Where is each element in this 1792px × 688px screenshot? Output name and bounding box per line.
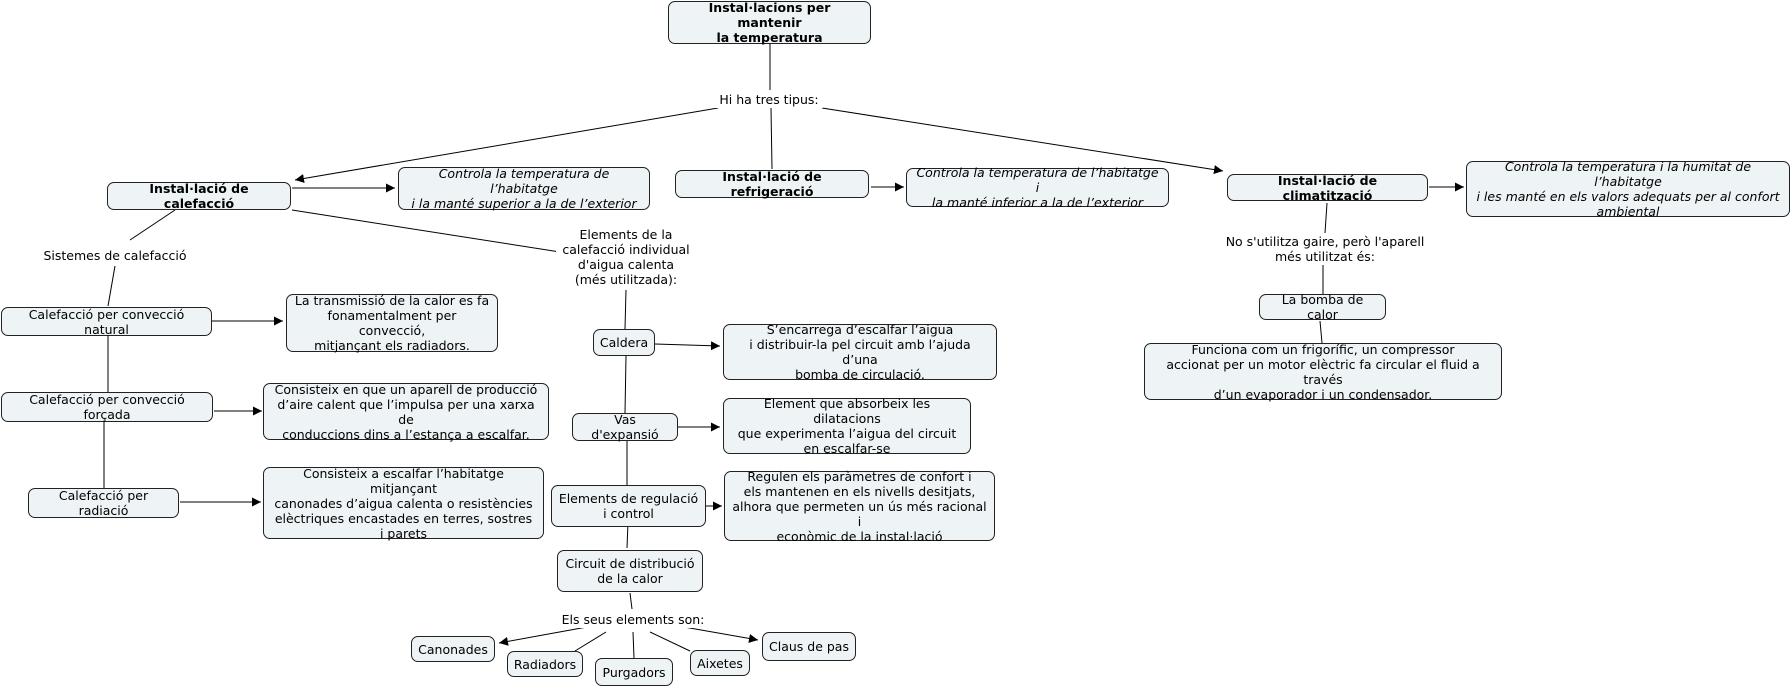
radiation-node[interactable]: Calefacció per radiació xyxy=(28,488,179,518)
expansion-vessel-node[interactable]: Vas d'expansió xyxy=(572,412,678,442)
heating-description[interactable]: Controla la temperatura de l’habitatge i… xyxy=(398,166,650,211)
pipes-node[interactable]: Canonades xyxy=(411,636,495,662)
heating-systems-label: Sistemes de calefacció xyxy=(43,246,187,264)
heat-pump-description[interactable]: Funciona com un frigorífic, un compresso… xyxy=(1144,342,1502,402)
forced-convection-description[interactable]: Consisteix en que un aparell de producci… xyxy=(263,382,549,442)
circuit-elements-label: Els seus elements son: xyxy=(560,610,706,628)
expansion-vessel-description[interactable]: Element que absorbeix les dilatacions qu… xyxy=(723,396,971,456)
shutoff-valves-node[interactable]: Claus de pas xyxy=(762,632,856,661)
heating-node[interactable]: Instal·lació de calefacció xyxy=(107,181,291,211)
boiler-description[interactable]: S’encarrega d’escalfar l’aigua i distrib… xyxy=(723,322,997,382)
root-node[interactable]: Instal·lacions per mantenir la temperatu… xyxy=(668,0,871,45)
hot-water-elements-label: Elements de la calefacció individual d'a… xyxy=(556,226,696,288)
natural-convection-description[interactable]: La transmissió de la calor es fa fonamen… xyxy=(286,293,498,353)
radiators-node[interactable]: Radiadors xyxy=(507,651,583,677)
heat-pump-node[interactable]: La bomba de calor xyxy=(1259,292,1386,322)
taps-node[interactable]: Aixetes xyxy=(690,650,750,676)
types-label: Hi ha tres tipus: xyxy=(715,90,823,108)
cooling-node[interactable]: Instal·lació de refrigeració xyxy=(675,169,869,199)
natural-convection-node[interactable]: Calefacció per convecció natural xyxy=(1,307,212,337)
purgers-node[interactable]: Purgadors xyxy=(595,658,673,686)
distribution-circuit-node[interactable]: Circuit de distribució de la calor xyxy=(557,550,703,592)
climate-description[interactable]: Controla la temperatura i la humitat de … xyxy=(1466,159,1790,219)
boiler-node[interactable]: Caldera xyxy=(593,329,655,356)
radiation-description[interactable]: Consisteix a escalfar l’habitatge mitjan… xyxy=(263,466,544,541)
climate-node[interactable]: Instal·lació de climatització xyxy=(1227,173,1428,203)
regulation-control-node[interactable]: Elements de regulació i control xyxy=(551,485,706,527)
regulation-control-description[interactable]: Regulen els paràmetres de confort i els … xyxy=(724,469,995,544)
cooling-description[interactable]: Controla la temperatura de l’habitatge i… xyxy=(906,165,1169,210)
climate-usage-label: No s'utilitza gaire, però l'aparell més … xyxy=(1225,234,1425,264)
forced-convection-node[interactable]: Calefacció per convecció forçada xyxy=(1,392,213,422)
